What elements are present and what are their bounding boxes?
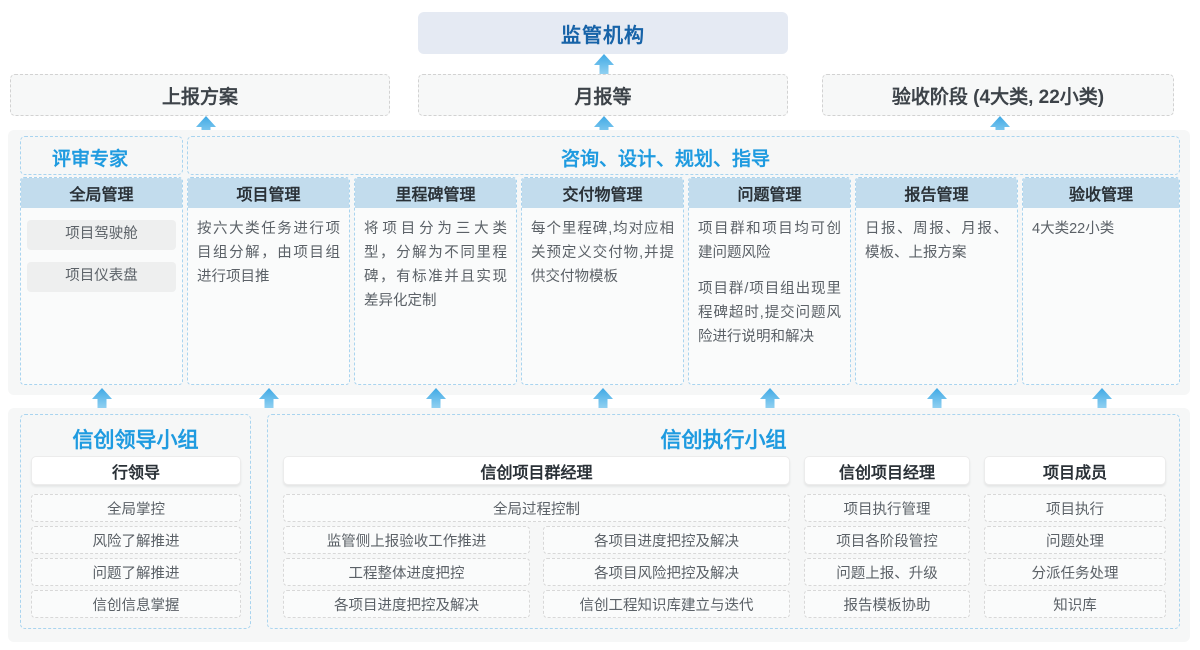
column-text-4-1: 项目群/项目组出现里程碑超时,提交问题风险进行说明和解决 (698, 280, 841, 345)
exec-role-0-left-item-1: 工程整体进度把控 (283, 558, 530, 586)
exec-role-1-item-1: 项目各阶段管控 (804, 526, 970, 554)
exec-role-1-item-3: 报告模板协助 (804, 590, 970, 618)
group-title-consulting: 咨询、设计、规划、指导 (561, 149, 771, 170)
arrow-up-to-column-2 (426, 388, 446, 414)
column-text-1-0: 按六大类任务进行项目组分解，由项目组进行项目推 (197, 221, 340, 285)
arrow-up-to-column-0 (92, 388, 112, 414)
leading-group-item-0: 全局掌控 (31, 494, 241, 522)
exec-role-0-right-item-0: 各项目进度把控及解决 (543, 526, 790, 554)
leading-group-item-2: 问题了解推进 (31, 558, 241, 586)
management-column-0: 全局管理 项目驾驶舱 项目仪表盘 (20, 177, 183, 385)
column-head-6: 验收管理 (1023, 178, 1179, 208)
column-body-0: 项目驾驶舱 项目仪表盘 (21, 208, 182, 292)
column-body-4: 项目群和项目均可创建问题风险 项目群/项目组出现里程碑超时,提交问题风险进行说明… (689, 208, 850, 358)
arrow-up-to-regulator (594, 54, 614, 80)
exec-role-2-item-3: 知识库 (984, 590, 1166, 618)
management-column-5: 报告管理 日报、周报、月报、模板、上报方案 (855, 177, 1018, 385)
exec-role-head-2: 项目成员 (984, 456, 1166, 485)
leading-group-title: 信创领导小组 (72, 429, 199, 452)
column-body-1: 按六大类任务进行项目组分解，由项目组进行项目推 (188, 208, 349, 298)
management-column-6: 验收管理 4大类22小类 (1022, 177, 1180, 385)
exec-role-0-right-item-2: 信创工程知识库建立与迭代 (543, 590, 790, 618)
column-text-2-0: 将项目分为三大类型，分解为不同里程碑，有标准并且实现差异化定制 (364, 221, 507, 309)
arrow-up-to-report-0 (196, 116, 216, 142)
exec-role-head-0: 信创项目群经理 (283, 456, 790, 485)
column-text-6-0: 4大类22小类 (1032, 221, 1115, 237)
regulator-box: 监管机构 (418, 12, 788, 54)
report-box-1: 月报等 (418, 74, 788, 116)
column-text-3-0: 每个里程碑,均对应相关预定义交付物,并提供交付物模板 (531, 221, 674, 285)
exec-role-head-1: 信创项目经理 (804, 456, 970, 485)
arrow-up-to-column-5 (927, 388, 947, 414)
leading-group-item-1: 风险了解推进 (31, 526, 241, 554)
group-title-review-experts: 评审专家 (52, 149, 129, 170)
management-column-4: 问题管理 项目群和项目均可创建问题风险 项目群/项目组出现里程碑超时,提交问题风… (688, 177, 851, 385)
column-body-5: 日报、周报、月报、模板、上报方案 (856, 208, 1017, 274)
report-box-2: 验收阶段 (4大类, 22小类) (822, 74, 1174, 116)
column-head-4: 问题管理 (689, 178, 850, 208)
group-frame-review-experts (20, 136, 183, 175)
column-head-3: 交付物管理 (522, 178, 683, 208)
column-pill-0-1: 项目仪表盘 (27, 262, 176, 292)
exec-role-0-left-item-2: 各项目进度把控及解决 (283, 590, 530, 618)
arrow-up-to-column-6 (1092, 388, 1112, 414)
column-body-2: 将项目分为三大类型，分解为不同里程碑，有标准并且实现差异化定制 (355, 208, 516, 322)
management-column-3: 交付物管理 每个里程碑,均对应相关预定义交付物,并提供交付物模板 (521, 177, 684, 385)
exec-role-0-left-item-0: 监管侧上报验收工作推进 (283, 526, 530, 554)
column-body-3: 每个里程碑,均对应相关预定义交付物,并提供交付物模板 (522, 208, 683, 298)
exec-role-2-item-0: 项目执行 (984, 494, 1166, 522)
column-pill-0-0: 项目驾驶舱 (27, 220, 176, 250)
report-box-0: 上报方案 (10, 74, 390, 116)
exec-role-0-full-item: 全局过程控制 (283, 494, 790, 522)
arrow-up-to-column-1 (259, 388, 279, 414)
arrow-up-to-report-2 (990, 116, 1010, 142)
leading-group-role: 行领导 (31, 456, 241, 485)
exec-group-title: 信创执行小组 (660, 429, 787, 452)
column-head-2: 里程碑管理 (355, 178, 516, 208)
column-text-5-0: 日报、周报、月报、模板、上报方案 (865, 221, 1008, 261)
arrow-up-to-column-4 (760, 388, 780, 414)
management-column-2: 里程碑管理 将项目分为三大类型，分解为不同里程碑，有标准并且实现差异化定制 (354, 177, 517, 385)
exec-role-2-item-1: 问题处理 (984, 526, 1166, 554)
column-head-0: 全局管理 (21, 178, 182, 208)
management-column-1: 项目管理 按六大类任务进行项目组分解，由项目组进行项目推 (187, 177, 350, 385)
column-text-4-0: 项目群和项目均可创建问题风险 (698, 221, 841, 261)
arrow-up-to-report-1 (594, 116, 614, 142)
column-body-6: 4大类22小类 (1023, 208, 1179, 250)
exec-role-1-item-2: 问题上报、升级 (804, 558, 970, 586)
column-head-1: 项目管理 (188, 178, 349, 208)
exec-role-1-item-0: 项目执行管理 (804, 494, 970, 522)
arrow-up-to-column-3 (593, 388, 613, 414)
leading-group-item-3: 信创信息掌握 (31, 590, 241, 618)
exec-role-2-item-2: 分派任务处理 (984, 558, 1166, 586)
group-frame-consulting (187, 136, 1180, 175)
exec-role-0-right-item-1: 各项目风险把控及解决 (543, 558, 790, 586)
leading-group-frame (20, 414, 251, 629)
exec-group-frame (267, 414, 1180, 629)
column-head-5: 报告管理 (856, 178, 1017, 208)
